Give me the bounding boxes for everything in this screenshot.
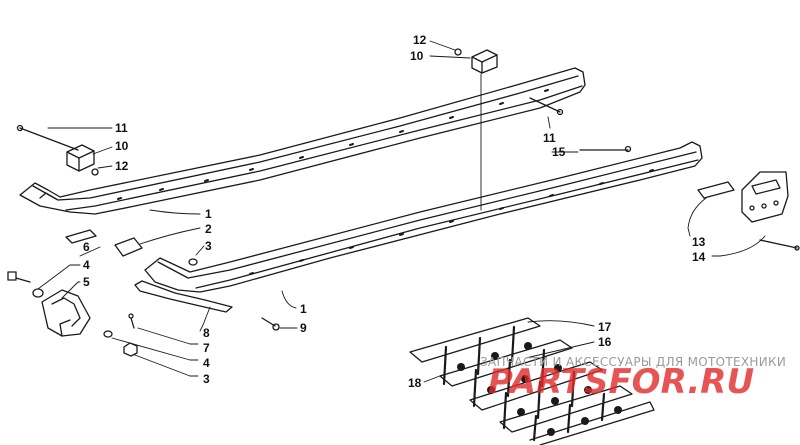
callout-1-lower: 1	[300, 302, 307, 316]
wear-strip	[134, 280, 233, 313]
callout-1-upper: 1	[205, 207, 212, 221]
callout-8: 8	[203, 326, 210, 340]
bracket-strap	[697, 181, 735, 199]
watermark-logo: PARTSFOR.RU	[488, 362, 754, 402]
upper-block-top	[471, 49, 498, 74]
screw-rail	[261, 317, 280, 331]
bolt-upper-left	[16, 124, 79, 151]
callout-7: 7	[203, 341, 210, 355]
callout-16: 16	[598, 335, 612, 349]
washer-lower	[103, 330, 113, 338]
slide-rail-upper	[19, 67, 586, 215]
bracket-plate	[741, 171, 789, 223]
bolt-small	[7, 271, 31, 283]
washer-left	[32, 288, 44, 298]
callout-15: 15	[552, 145, 566, 159]
callout-6: 6	[83, 240, 90, 254]
slide-rail-lower	[144, 141, 703, 293]
leader-lines	[37, 40, 766, 383]
upper-block-left	[66, 144, 95, 172]
callout-3-lower: 3	[203, 372, 210, 386]
watermark-tagline: ЗАПЧАСТИ И АКСЕССУАРЫ ДЛЯ МОТОТЕХНИКИ	[480, 355, 786, 369]
callout-11-right: 11	[543, 131, 556, 145]
callout-12-left: 12	[115, 159, 129, 173]
lockwasher-top	[454, 48, 462, 56]
callout-9: 9	[300, 321, 307, 335]
spacer-bushing	[188, 258, 198, 266]
callout-3-upper: 3	[205, 239, 212, 253]
callout-4-lower: 4	[203, 356, 210, 370]
callout-13: 13	[692, 235, 706, 249]
lockwasher-left	[91, 168, 99, 176]
callout-10-top: 10	[410, 49, 424, 63]
bolt-upper-right	[529, 97, 564, 116]
screw-lower	[128, 313, 135, 329]
bracket-bolt	[759, 239, 800, 251]
track-section	[409, 317, 655, 445]
callout-17: 17	[598, 320, 612, 334]
shaft	[579, 145, 632, 153]
spacer-tube-center	[114, 237, 143, 257]
callout-18: 18	[408, 376, 422, 390]
callout-4-upper: 4	[83, 258, 90, 272]
callout-14: 14	[692, 250, 706, 264]
callout-12-top: 12	[413, 33, 427, 47]
watermark: ЗАПЧАСТИ И АКСЕССУАРЫ ДЛЯ МОТОТЕХНИКИ PA…	[480, 355, 786, 402]
callout-5: 5	[83, 275, 90, 289]
callout-2: 2	[205, 222, 212, 236]
rear-bumper-block	[41, 289, 91, 337]
callout-10-left: 10	[115, 139, 129, 153]
callouts: 12 10 11 10 12 11 15 1 2 6 3 4 5 1 13 14…	[83, 33, 706, 390]
callout-11-left: 11	[115, 121, 128, 135]
spacer-tube-left	[65, 229, 97, 244]
